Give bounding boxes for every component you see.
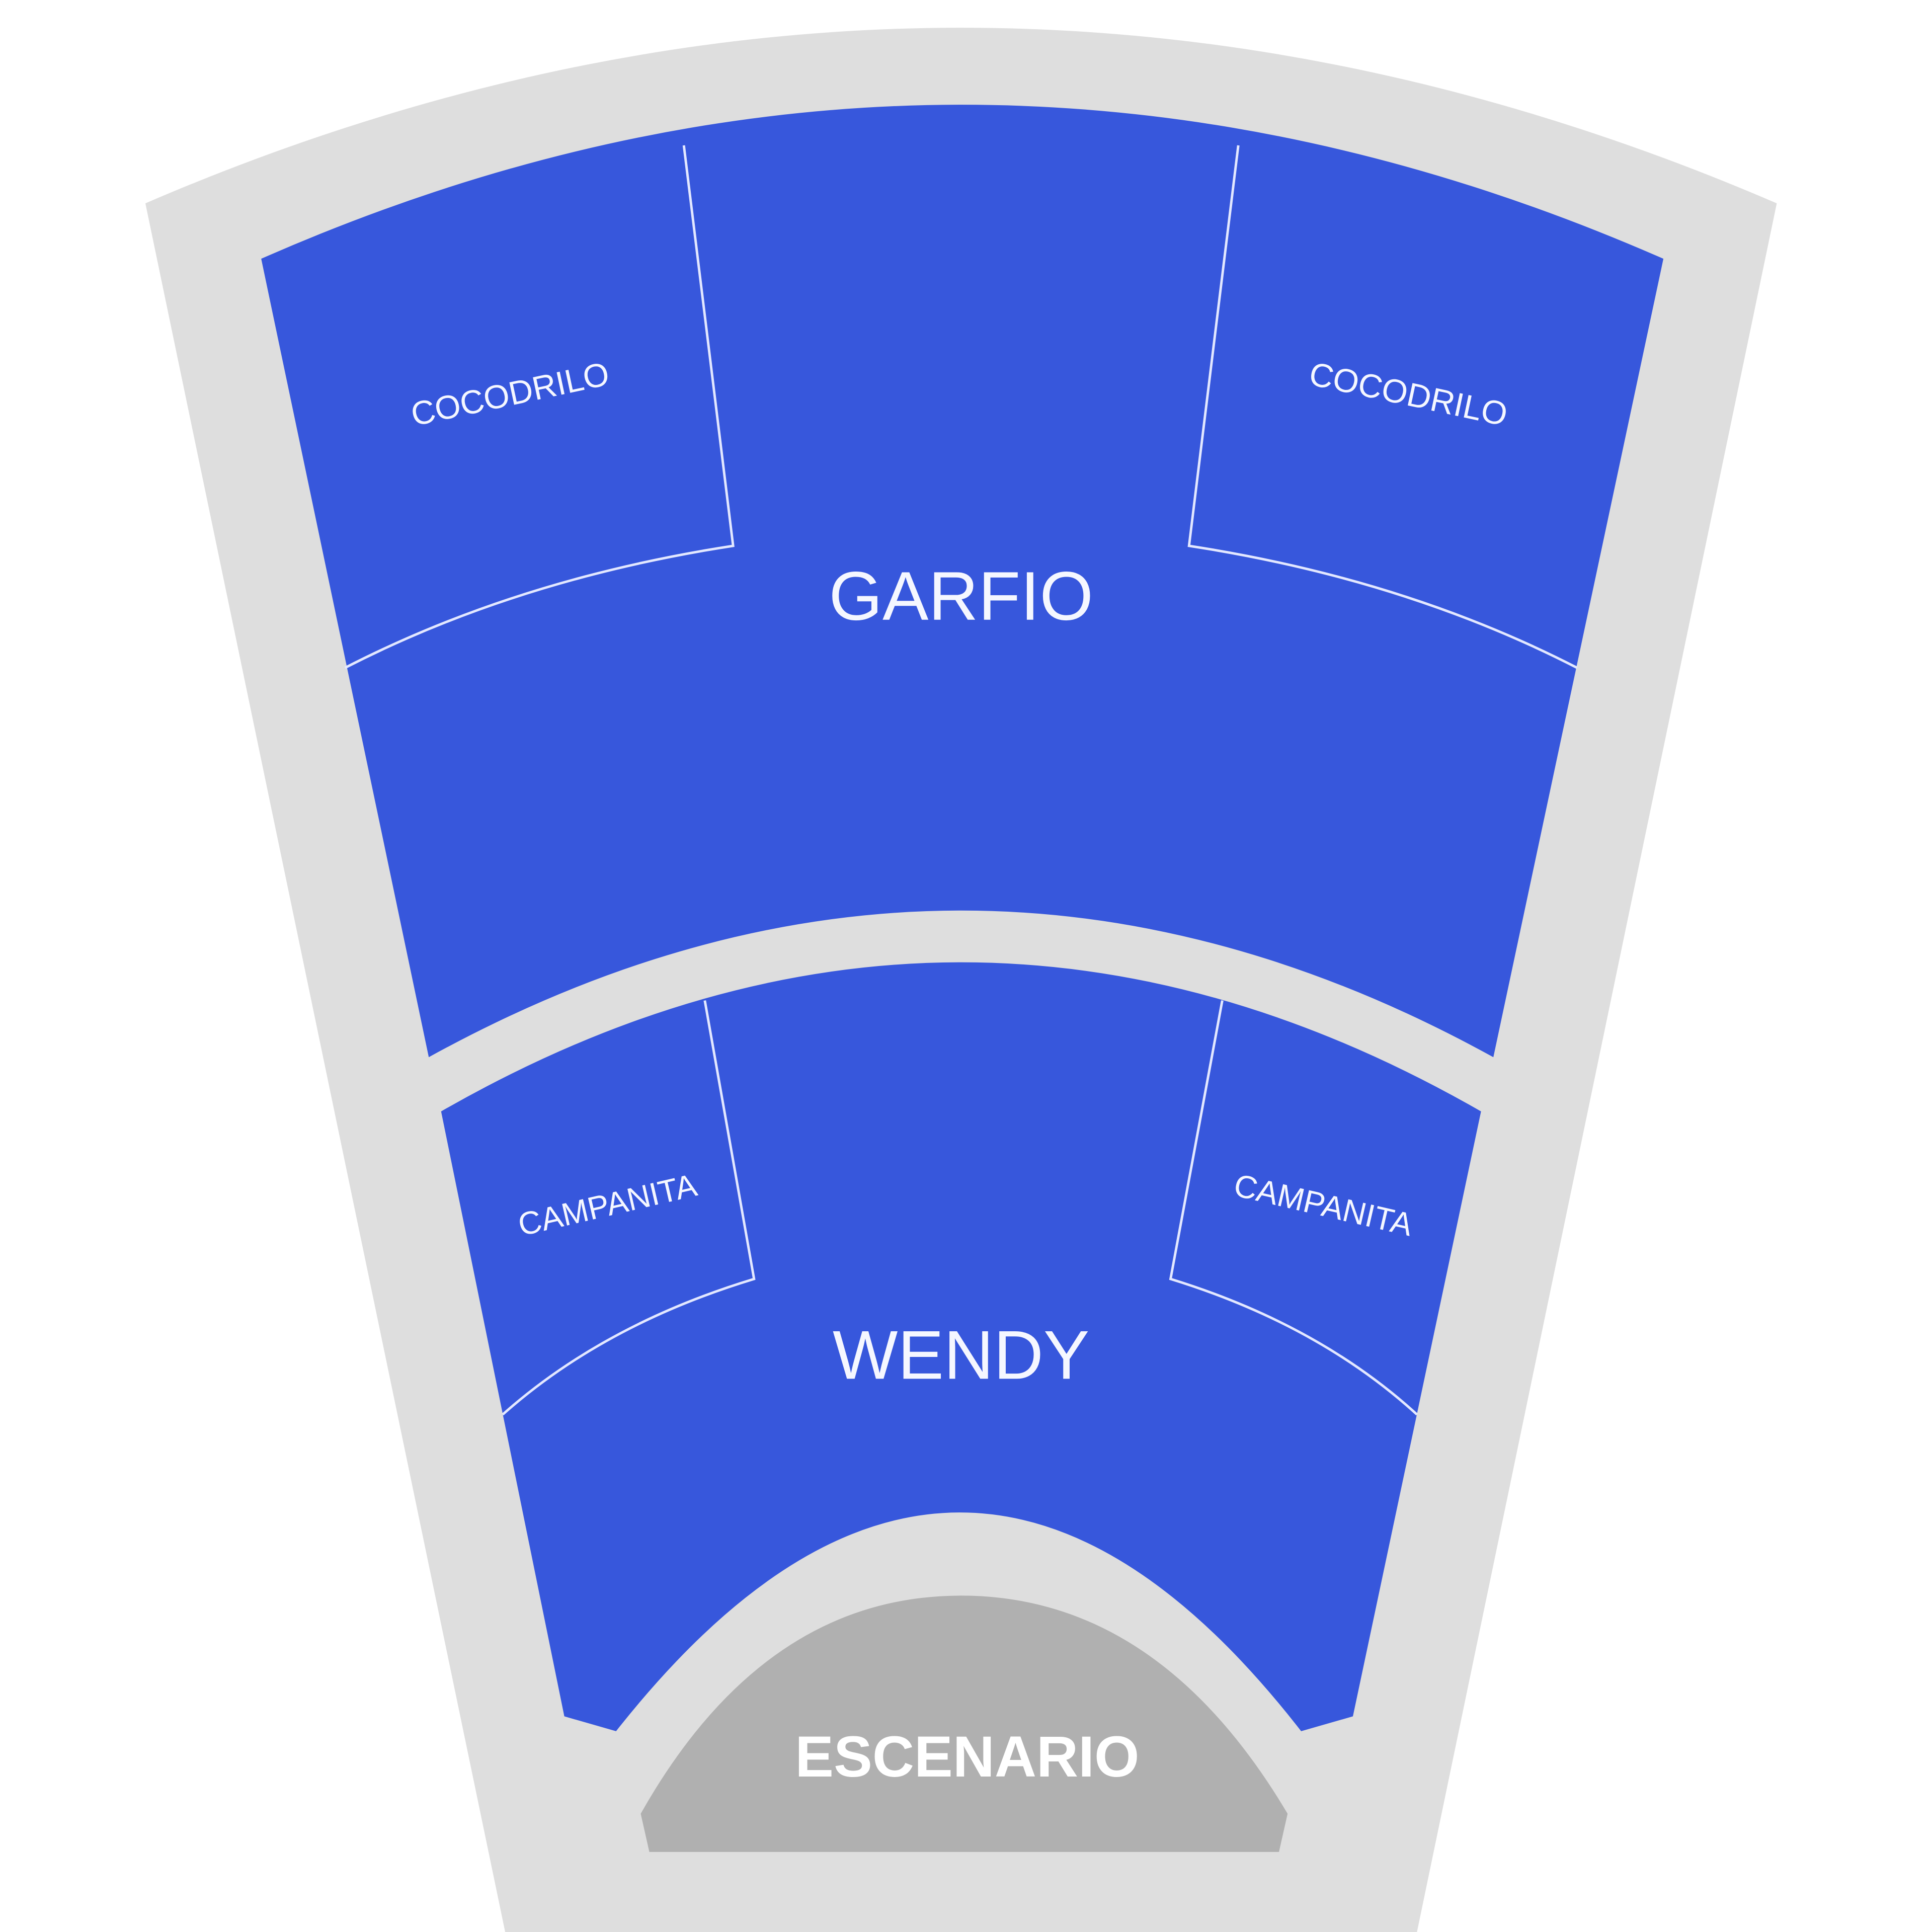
- section-wendy[interactable]: [441, 962, 1481, 1731]
- section-garfio[interactable]: [261, 105, 1664, 1058]
- divider-cocodrilo-right: [1187, 145, 1578, 669]
- section-label-wendy: WENDY: [833, 1317, 1089, 1394]
- stage: [640, 1595, 1288, 1852]
- campanita-dividers: [502, 1000, 1418, 1416]
- divider-cocodrilo-left: [344, 145, 735, 669]
- stage-label: ESCENARIO: [795, 1725, 1139, 1789]
- cocodrilo-dividers: [344, 145, 1578, 669]
- section-label-garfio: GARFIO: [829, 558, 1093, 635]
- divider-campanita-left: [502, 1000, 756, 1416]
- divider-campanita-right: [1169, 1000, 1418, 1416]
